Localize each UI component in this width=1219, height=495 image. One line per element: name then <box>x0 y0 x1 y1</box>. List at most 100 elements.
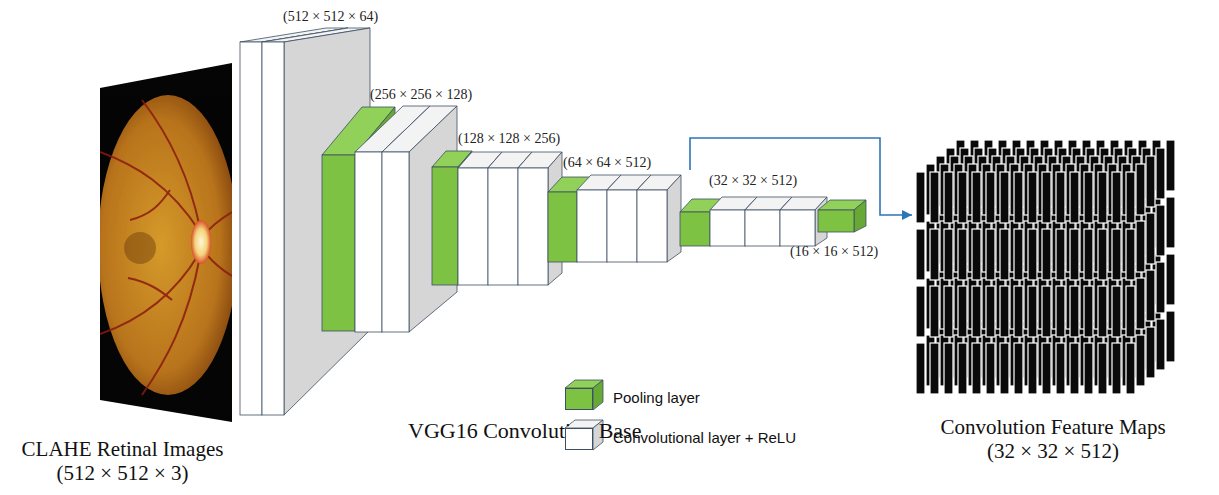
legend-label: Pooling layer <box>613 389 700 407</box>
block-front-face <box>432 167 458 285</box>
feature-map <box>1070 343 1079 394</box>
swatch-side-face <box>593 380 603 410</box>
feature-map <box>1042 172 1051 223</box>
feature-map <box>1098 343 1107 394</box>
conv-block <box>637 175 681 262</box>
legend-swatch <box>565 428 593 450</box>
feature-map <box>944 229 953 280</box>
feature-map <box>1136 164 1145 215</box>
layer-stage: (32 × 32 × 512) <box>678 170 828 248</box>
feature-map <box>1000 229 1009 280</box>
block-front-face <box>818 210 854 232</box>
feature-map <box>1166 197 1175 248</box>
feature-map <box>1056 286 1065 337</box>
feature-map <box>1014 343 1023 394</box>
feature-map <box>916 343 925 394</box>
feature-map <box>1070 229 1079 280</box>
feature-map <box>916 229 925 280</box>
flow-arrow <box>690 138 912 215</box>
feature-map <box>1098 229 1107 280</box>
feature-map <box>958 343 967 394</box>
feature-map <box>1070 172 1079 223</box>
feature-map <box>1070 286 1079 337</box>
feature-maps <box>916 140 1175 394</box>
feature-map <box>916 286 925 337</box>
dimension-label: (128 × 128 × 256) <box>458 130 560 147</box>
feature-map <box>958 286 967 337</box>
feature-map <box>1084 286 1093 337</box>
feature-map <box>1084 343 1093 394</box>
figure-caption: (32 × 32 × 512) <box>987 439 1119 463</box>
feature-map <box>1056 343 1065 394</box>
feature-map <box>1056 172 1065 223</box>
feature-map <box>1146 270 1155 321</box>
block-front-face <box>382 152 409 332</box>
feature-map <box>972 172 981 223</box>
conv-block <box>382 106 457 332</box>
feature-map <box>1000 286 1009 337</box>
feature-map <box>1136 221 1145 272</box>
feature-map <box>986 286 995 337</box>
layer-stage: (64 × 64 × 512) <box>546 152 684 264</box>
block-front-face <box>680 212 710 246</box>
layer-blocks <box>240 28 866 415</box>
block-front-face <box>355 152 382 332</box>
feature-map <box>930 286 939 337</box>
retinal-image <box>98 63 238 422</box>
feature-map <box>930 172 939 223</box>
feature-map <box>1014 229 1023 280</box>
feature-map <box>944 286 953 337</box>
legend-label: Convolutional layer + ReLU <box>613 429 796 447</box>
block-front-face <box>745 210 780 246</box>
feature-map <box>944 172 953 223</box>
feature-map <box>986 343 995 394</box>
block-front-face <box>488 168 518 285</box>
feature-map <box>1126 172 1135 223</box>
feature-map <box>1126 343 1135 394</box>
feature-map <box>1126 229 1135 280</box>
block-front-face <box>780 210 815 246</box>
feature-map <box>1000 172 1009 223</box>
feature-map <box>1000 343 1009 394</box>
feature-map <box>1014 286 1023 337</box>
feature-map <box>1156 148 1165 199</box>
figure-caption: (512 × 512 × 3) <box>56 461 188 485</box>
feature-map <box>972 229 981 280</box>
feature-map <box>1136 278 1145 329</box>
figure-caption: Convolution Feature Maps <box>940 415 1165 439</box>
feature-map <box>1056 229 1065 280</box>
feature-map <box>1028 229 1037 280</box>
feature-map <box>1146 213 1155 264</box>
legend-swatch <box>565 388 593 410</box>
fundus <box>98 95 238 395</box>
pooling-block <box>818 200 866 232</box>
block-front-face <box>607 190 637 262</box>
feature-map <box>1098 286 1107 337</box>
feature-map <box>1014 172 1023 223</box>
feature-map <box>1146 327 1155 378</box>
feature-map <box>1156 262 1165 313</box>
block-front-face <box>322 155 355 331</box>
feature-map <box>1028 343 1037 394</box>
block-front-face <box>262 42 284 415</box>
feature-map <box>958 172 967 223</box>
feature-map <box>1146 156 1155 207</box>
feature-map <box>1084 172 1093 223</box>
feature-map <box>1156 205 1165 256</box>
feature-map <box>944 343 953 394</box>
layer-stage: (256 × 256 × 128) <box>320 84 476 334</box>
dimension-label: (512 × 512 × 64) <box>283 8 378 25</box>
feature-map <box>1084 229 1093 280</box>
dimension-label: (64 × 64 × 512) <box>563 154 651 171</box>
feature-map <box>916 172 925 223</box>
feature-map <box>1028 172 1037 223</box>
dimension-label: (16 × 16 × 512) <box>790 243 878 260</box>
figure-node: Convolution Feature Maps(32 × 32 × 512) <box>912 135 1194 463</box>
feature-map <box>986 229 995 280</box>
feature-map <box>1166 140 1175 191</box>
layer-stage: (512 × 512 × 64) <box>238 6 382 418</box>
layer-stage: (128 × 128 × 256) <box>430 128 570 288</box>
block-front-face <box>240 42 262 415</box>
block-front-face <box>710 210 745 246</box>
feature-map <box>1042 286 1051 337</box>
